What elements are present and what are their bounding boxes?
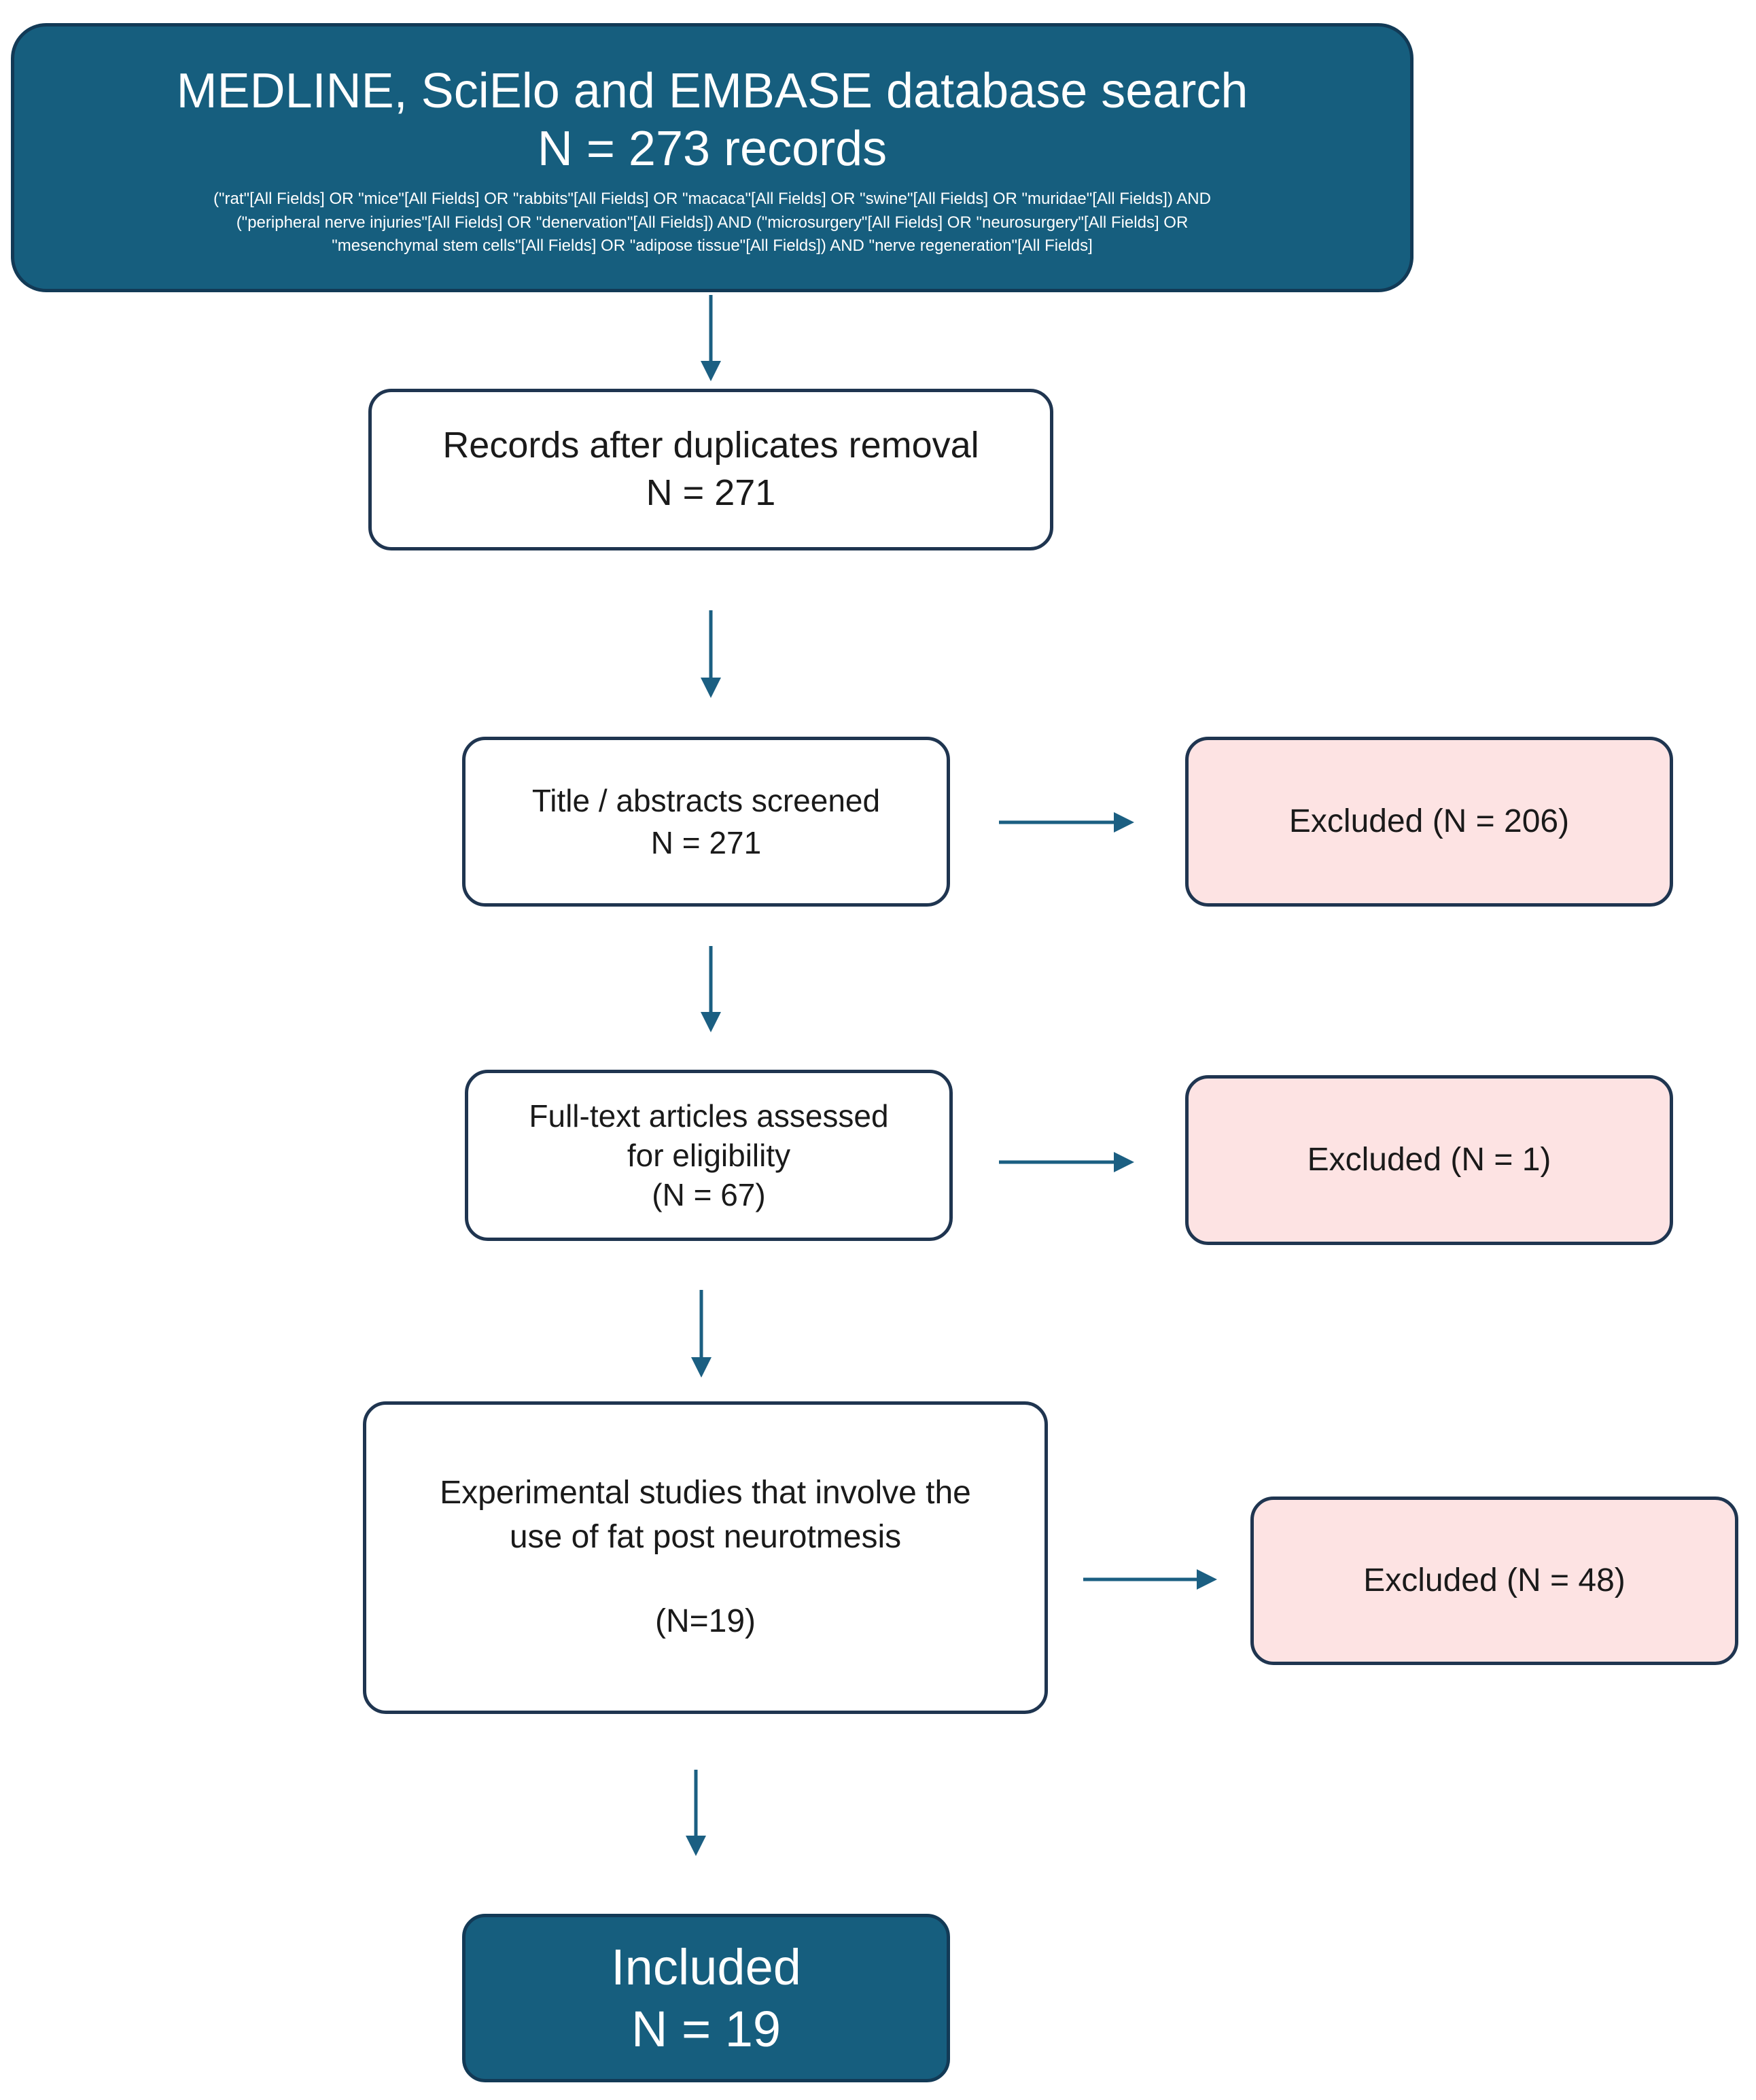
screened-label: Title / abstracts screened [531,782,881,818]
search-count: N = 273 records [537,121,888,176]
search-query-line-3: "mesenchymal stem cells"[All Fields] OR … [332,237,1093,256]
search-title: MEDLINE, SciElo and EMBASE database sear… [176,63,1248,118]
excluded-experimental-box: Excluded (N = 48) [1250,1497,1738,1665]
duplicates-count: N = 271 [646,472,776,513]
database-search-box: MEDLINE, SciElo and EMBASE database sear… [11,23,1413,292]
experimental-label-1: Experimental studies that involve the [440,1475,971,1511]
fulltext-label-2: for eligibility [627,1137,791,1173]
excluded-fulltext-box: Excluded (N = 1) [1185,1075,1673,1245]
included-count: N = 19 [631,2001,782,2057]
excluded-experimental-label: Excluded (N = 48) [1363,1562,1626,1598]
experimental-studies-box: Experimental studies that involve the us… [363,1401,1048,1714]
fulltext-count: (N = 67) [652,1177,766,1213]
screened-box: Title / abstracts screened N = 271 [462,737,950,907]
excluded-fulltext-label: Excluded (N = 1) [1307,1141,1551,1178]
screened-count: N = 271 [650,825,762,860]
excluded-screening-label: Excluded (N = 206) [1288,803,1570,839]
duplicates-removal-box: Records after duplicates removal N = 271 [368,389,1053,550]
experimental-count: (N=19) [654,1603,756,1640]
search-query-line-1: ("rat"[All Fields] OR "mice"[All Fields]… [213,189,1211,208]
fulltext-box: Full-text articles assessed for eligibil… [465,1070,953,1241]
excluded-screening-box: Excluded (N = 206) [1185,737,1673,907]
included-box: Included N = 19 [462,1914,950,2082]
included-label: Included [611,1938,801,1995]
experimental-label-2: use of fat post neurotmesis [509,1518,902,1555]
search-query-line-2: ("peripheral nerve injuries"[All Fields]… [236,213,1189,232]
duplicates-label: Records after duplicates removal [442,425,979,466]
fulltext-label-1: Full-text articles assessed [529,1098,889,1134]
